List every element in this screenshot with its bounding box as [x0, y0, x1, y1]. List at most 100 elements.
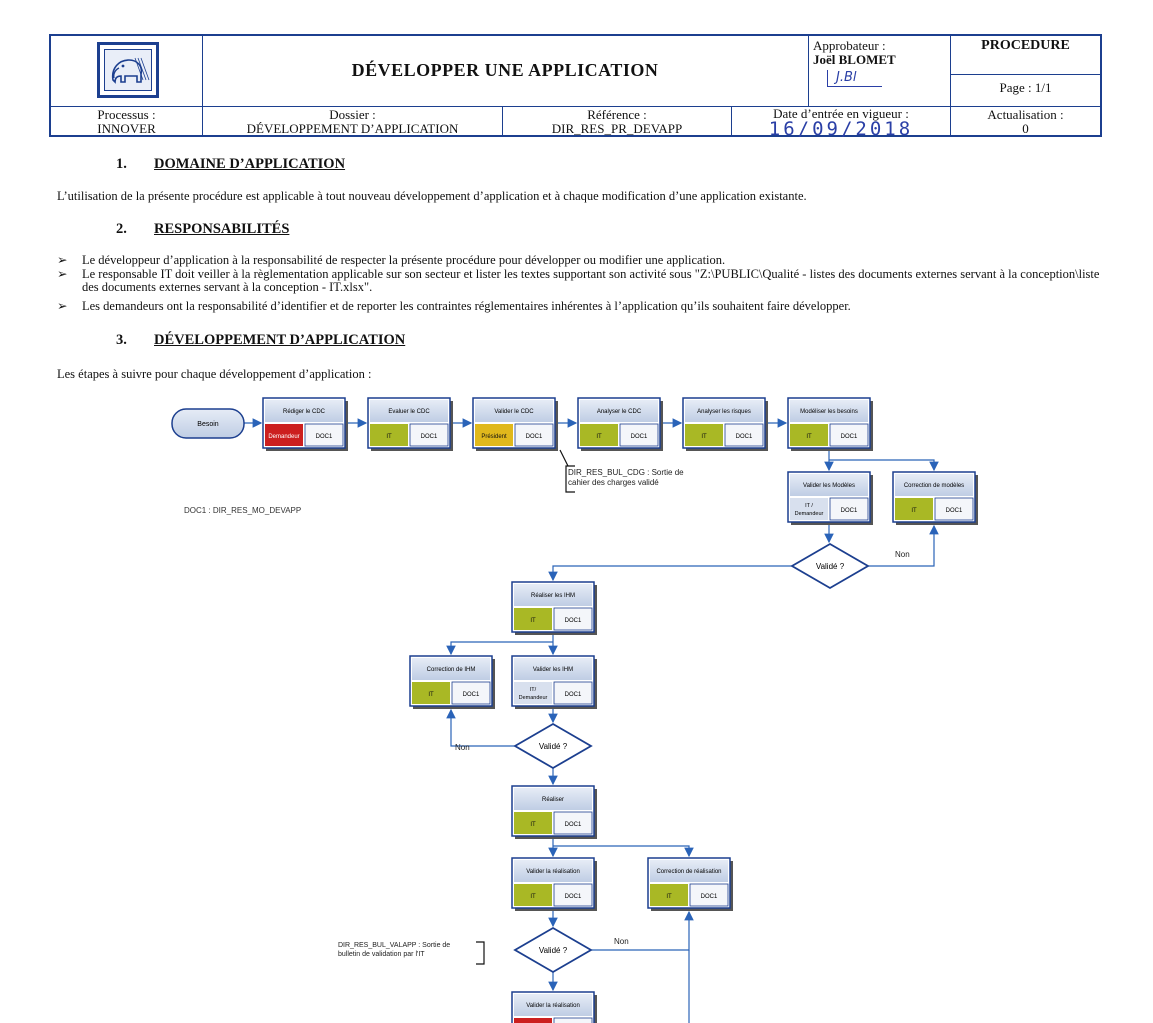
connector-line [559, 449, 569, 467]
effective-date-label: Date d’entrée en vigueur : [773, 106, 909, 121]
elephant-logo-icon [111, 57, 150, 84]
step-doc-cell [724, 423, 764, 447]
start-label: Besoin [197, 421, 219, 428]
step-doc-cell [829, 497, 869, 521]
decision-label: Validé ? [816, 562, 845, 571]
step-actor: Président [481, 434, 507, 440]
decision-shape [790, 542, 870, 590]
step-actor-cell [514, 884, 552, 906]
update-value: 0 [1022, 121, 1029, 136]
approver-label: Approbateur : [813, 38, 886, 53]
step-doc: DOC1 [701, 894, 718, 900]
reference-cell: Référence : DIR_RES_PR_DEVAPP [503, 108, 731, 136]
flowchart-step: Valider la réalisation [511, 991, 597, 1023]
step-actor: IT [806, 434, 812, 440]
approver-name: Joël BLOMET [813, 52, 896, 67]
step-header [514, 994, 592, 1016]
no-branch-label: Non [614, 937, 629, 946]
step-actor: IT [428, 692, 434, 698]
step-doc-cell [304, 423, 344, 447]
no-branch-label: Non [895, 550, 910, 559]
step-title: Analyser les risques [697, 409, 751, 415]
step-actor-cell [370, 424, 408, 446]
divider [950, 74, 1100, 75]
step-actor-cell [685, 424, 723, 446]
step-actor-cell [790, 424, 828, 446]
step-doc: DOC1 [841, 508, 858, 514]
step-actor: Demandeur [519, 695, 548, 701]
section-heading-2: 2.RESPONSABILITÉS [116, 221, 290, 237]
divider [51, 106, 1100, 107]
step-doc-cell [553, 681, 593, 705]
step-header [412, 658, 490, 680]
step-title: Correction de modèles [904, 483, 964, 489]
step-doc: DOC1 [565, 894, 582, 900]
step-doc-cell [619, 423, 659, 447]
folder-label: Dossier : [329, 107, 376, 122]
step-title: Rédiger le CDC [283, 409, 326, 415]
document-header-table: DÉVELOPPER UNE APPLICATION Approbateur :… [49, 34, 1102, 140]
page-number: Page : 1/1 [999, 80, 1052, 95]
step-doc: DOC1 [526, 434, 543, 440]
flowchart-connectors [244, 418, 939, 1023]
decision-diamond: Validé ? [790, 542, 870, 590]
note-val-line2: bulletin de validation par l'IT [338, 951, 425, 958]
cdc-output-note: DIR_RES_BUL_CDG : Sortie de cahier des c… [565, 465, 684, 493]
decision-diamond: Validé ? [513, 926, 593, 974]
effective-date-value: 16/09/2018 [768, 118, 914, 140]
reference-value: DIR_RES_PR_DEVAPP [551, 121, 683, 136]
process-label: Processus : [97, 107, 156, 122]
step-actor: IT [530, 618, 536, 624]
step-header [514, 584, 592, 606]
step-actor-cell [514, 608, 552, 630]
step-header [265, 400, 343, 422]
approver-block: Approbateur : Joël BLOMET J.Bl [813, 39, 947, 87]
bullet-arrow-icon: ➢ [57, 253, 68, 267]
step-header [685, 400, 763, 422]
decision-diamond: Validé ? [513, 722, 593, 770]
section-heading-1: 1.DOMAINE D’APPLICATION [116, 156, 346, 172]
step-header [790, 474, 868, 496]
update-cell: Actualisation : 0 [951, 108, 1100, 136]
step-title: Analyser le CDC [597, 409, 642, 415]
step-title: Correction de réalisation [656, 869, 721, 875]
step-header [790, 400, 868, 422]
divider [950, 36, 951, 137]
connector-line [446, 641, 553, 656]
divider [502, 106, 503, 137]
step-doc-cell [553, 811, 593, 835]
step-title: Valider la réalisation [526, 1003, 580, 1009]
step-actor: IT [701, 434, 707, 440]
section-3-intro: Les étapes à suivre pour chaque développ… [57, 367, 372, 381]
approver-signature: J.Bl [827, 70, 882, 87]
update-label: Actualisation : [987, 107, 1064, 122]
step-actor: IT [666, 894, 672, 900]
step-header [580, 400, 658, 422]
step-doc-cell [553, 883, 593, 907]
step-header [514, 658, 592, 680]
step-actor-cell [790, 498, 828, 520]
divider [202, 36, 203, 137]
decision-shape [513, 926, 593, 974]
step-actor: IT/ [530, 687, 537, 693]
step-actor-cell [514, 812, 552, 834]
reference-label: Référence : [587, 107, 647, 122]
decision-shape [513, 722, 593, 770]
connector-line [829, 459, 939, 472]
step-doc: DOC1 [565, 692, 582, 698]
step-actor: IT [386, 434, 392, 440]
document-type: PROCEDURE [981, 38, 1070, 53]
doc-legend: DOC1 : DIR_RES_MO_DEVAPP [184, 506, 301, 515]
